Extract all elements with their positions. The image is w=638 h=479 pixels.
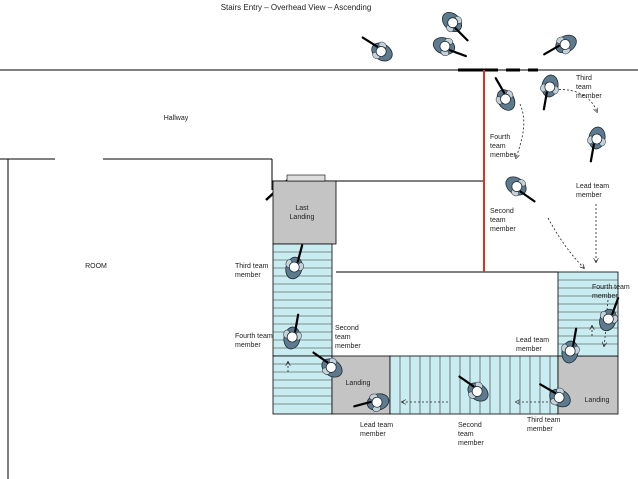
operator-third-top <box>535 72 562 113</box>
label-lead-bottom-2: member <box>360 431 386 438</box>
label-fourth-top-2: team <box>490 143 506 150</box>
label-third-bottom-2: member <box>527 426 553 433</box>
last-landing-label-2: Landing <box>290 214 315 221</box>
label-second-top-1: Second <box>490 208 514 215</box>
stair-treads-left <box>273 251 332 349</box>
label-fourth-right-1: Fourth team <box>592 284 630 291</box>
label-second-bottom-3: member <box>458 440 484 447</box>
label-fourth-top-1: Fourth <box>490 134 510 141</box>
room-label: ROOM <box>85 263 107 270</box>
label-third-top-1: Third <box>576 75 592 82</box>
operator-top-left <box>355 30 398 67</box>
operator-lead-top <box>582 124 609 165</box>
last-landing-lip <box>286 174 326 182</box>
operator-second-top <box>500 171 542 209</box>
label-lead-bottom-1: Lead team <box>360 422 393 429</box>
label-fourth-right-2: member <box>592 293 618 300</box>
landing-right-label: Landing <box>585 397 610 404</box>
label-second-left-1: Second <box>335 325 359 332</box>
label-lead-top-1: Lead team <box>576 183 609 190</box>
label-lead-top-2: member <box>576 192 602 199</box>
label-third-left-1: Third team <box>235 263 269 270</box>
label-third-left-2: member <box>235 272 261 279</box>
label-fourth-left-2: member <box>235 342 261 349</box>
label-second-bottom-2: team <box>458 431 474 438</box>
label-fourth-top-3: member <box>490 152 516 159</box>
last-landing <box>272 180 337 245</box>
label-second-top-2: team <box>490 217 506 224</box>
label-third-top-3: member <box>576 93 602 100</box>
label-lead-right-2: member <box>516 346 542 353</box>
stair-treads-left-lower <box>273 363 332 405</box>
operator-top-right <box>539 29 582 65</box>
label-third-bottom-1: Third team <box>527 417 561 424</box>
operator-fourth-top <box>485 73 521 116</box>
landing-middle-label: Landing <box>346 380 371 387</box>
label-second-top-3: member <box>490 226 516 233</box>
last-landing-label-1: Last <box>295 205 308 212</box>
label-lead-right-1: Lead team <box>516 337 549 344</box>
diagram-title: Stairs Entry – Overhead View – Ascending <box>221 3 372 12</box>
label-second-bottom-1: Second <box>458 422 482 429</box>
label-second-left-3: member <box>335 343 361 350</box>
label-third-top-2: team <box>576 84 592 91</box>
stair-treads-right <box>558 279 618 345</box>
stair-treads-bottom <box>399 356 551 414</box>
label-fourth-left-1: Fourth team <box>235 333 273 340</box>
hallway-label: Hallway <box>164 115 189 122</box>
label-second-left-2: team <box>335 334 351 341</box>
team-labels: Third team member Fourth team member Lea… <box>235 75 630 447</box>
